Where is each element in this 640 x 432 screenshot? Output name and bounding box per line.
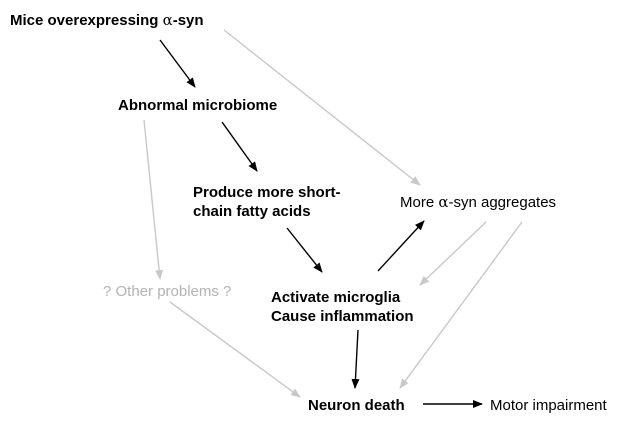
node-aggregates-alpha: α <box>438 193 449 211</box>
node-scfa-line2: chain fatty acids <box>193 203 311 220</box>
edge-scfa-to-microglia <box>286 227 323 273</box>
edge-mice-to-aggregates <box>223 29 421 186</box>
edge-microbiome-to-other <box>143 119 164 280</box>
node-neuron-death: Neuron death <box>308 397 405 414</box>
edge-microglia-to-aggregates <box>377 220 425 272</box>
node-motor-impairment: Motor impairment <box>490 397 607 414</box>
node-short-chain-fatty-acids: Produce more short- chain fatty acids <box>193 183 341 221</box>
node-asyn-aggregates: More α-syn aggregates <box>400 193 556 212</box>
node-mice-text-post: -syn <box>172 12 204 29</box>
edge-aggregates-to-microglia <box>419 221 487 286</box>
edge-other-to-death <box>169 301 301 398</box>
node-microglia-line1: Activate microglia <box>271 289 401 306</box>
node-aggregates-text-post: -syn aggregates <box>448 194 557 211</box>
node-aggregates-text-pre: More <box>400 194 439 211</box>
node-abnormal-microbiome: Abnormal microbiome <box>118 97 278 114</box>
node-mice-overexpressing-asyn: Mice overexpressing α-syn <box>10 11 204 30</box>
node-mice-alpha: α <box>162 11 173 29</box>
node-mice-text-pre: Mice overexpressing <box>10 12 163 29</box>
node-scfa-line1: Produce more short- <box>193 184 341 201</box>
node-microglia-line2: Cause inflammation <box>271 308 414 325</box>
edge-microglia-to-death <box>351 329 360 389</box>
edge-microbiome-to-scfa <box>221 121 258 172</box>
edge-mice-to-microbiome <box>159 39 196 88</box>
edge-aggregates-to-death <box>399 221 523 389</box>
node-activate-microglia: Activate microglia Cause inflammation <box>271 288 414 326</box>
node-other-problems: ? Other problems ? <box>103 283 232 300</box>
